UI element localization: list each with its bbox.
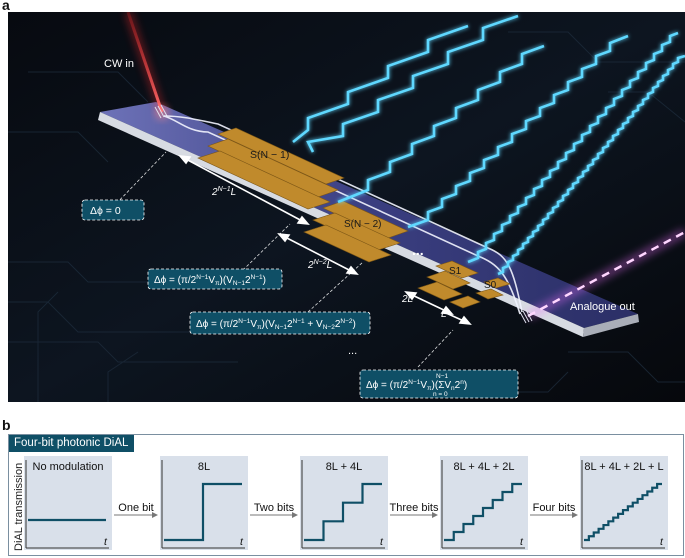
t-label-2: t (380, 536, 384, 548)
panel-a-label: a (2, 0, 10, 13)
svg-text:N−1: N−1 (436, 373, 448, 380)
stage-title-4: 8L + 4L + 2L + L (584, 461, 663, 473)
phase-box-1: Δϕ = (π/2N−1Vπ)(VN−12N−1) (147, 268, 283, 290)
t-label-1: t (240, 536, 244, 548)
leader-lines (112, 151, 454, 368)
analogue-out-label: Analogue out (570, 301, 635, 313)
svg-text:Δϕ = (π/2N−1Vπ)(VN−12N−1): Δϕ = (π/2N−1Vπ)(VN−12N−1) (154, 274, 266, 287)
segment-s-n1-label: S(N − 1) (250, 149, 289, 161)
phase-box-3: Δϕ = (π/2N−1Vπ)(ΣVn2n) N−1 n = 0 (359, 369, 519, 399)
length-n1-label: 2N−1L (211, 186, 236, 198)
electrodes-s-n2 (303, 200, 409, 263)
stage-title-1: 8L (198, 461, 210, 473)
phase-box-2: Δϕ = (π/2N−1Vπ)(VN−12N−1 + VN−22N−2) (189, 311, 371, 335)
ellipsis-dots: ... (412, 242, 424, 258)
t-label-0: t (104, 536, 108, 548)
transmission-trace-3 (444, 482, 522, 542)
ellipsis-dots-2: ... (348, 345, 357, 357)
electrodes-s-n1 (197, 127, 345, 210)
stage-title-3: 8L + 4L + 2L (454, 461, 515, 473)
cw-in-label: CW in (104, 58, 134, 70)
stage-arrow-label-1: Two bits (254, 502, 295, 514)
segment-s0-label: S0 (484, 280, 497, 291)
svg-text:Δϕ = (π/2N−1Vπ)(ΣVn2n): Δϕ = (π/2N−1Vπ)(ΣVn2n) (366, 379, 467, 392)
t-label-3: t (520, 536, 524, 548)
panel-b-tag: Four-bit photonic DiAL (9, 435, 135, 452)
stage-arrow-label-0: One bit (118, 502, 153, 514)
stage-arrow-label-3: Four bits (533, 502, 576, 514)
stage-arrow-label-2: Three bits (390, 502, 439, 514)
svg-text:n = 0: n = 0 (433, 391, 448, 398)
length-l-label: L (441, 309, 447, 320)
electrodes-s1 (417, 260, 479, 301)
transmission-trace-4 (584, 482, 662, 542)
panel-b-frame: Four-bit photonic DiAL DiAL transmission… (8, 434, 684, 556)
electrodes-s0 (449, 277, 511, 309)
t-label-4: t (660, 536, 664, 548)
length-arrows (178, 155, 472, 325)
svg-text:Δϕ = 0: Δϕ = 0 (90, 205, 121, 217)
stage-panel-0 (24, 456, 112, 550)
glowing-waveforms (292, 14, 685, 276)
length-2l-label: 2L (401, 294, 413, 305)
transmission-trace-1 (164, 482, 242, 542)
stage-title-2: 8L + 4L (326, 461, 363, 473)
svg-text:Δϕ = (π/2N−1Vπ)(VN−12N−1 + VN−: Δϕ = (π/2N−1Vπ)(VN−12N−1 + VN−22N−2) (196, 318, 356, 331)
panel-a-illustration: ... CW in Analogue out S(N − 1) S(N − 2)… (8, 12, 685, 402)
stage-title-0: No modulation (33, 461, 104, 473)
panel-b-plots: t No modulation t 8L t 8L + 4L t 8L + 4L + 2L t 8… (24, 456, 668, 550)
panel-b-label: b (2, 417, 11, 433)
segment-s1-label: S1 (449, 266, 462, 277)
transmission-trace-2 (304, 482, 382, 542)
length-n2-label: 2N−2L (307, 259, 332, 271)
segment-s-n2-label: S(N − 2) (344, 219, 382, 230)
phase-box-0: Δϕ = 0 (81, 199, 145, 221)
